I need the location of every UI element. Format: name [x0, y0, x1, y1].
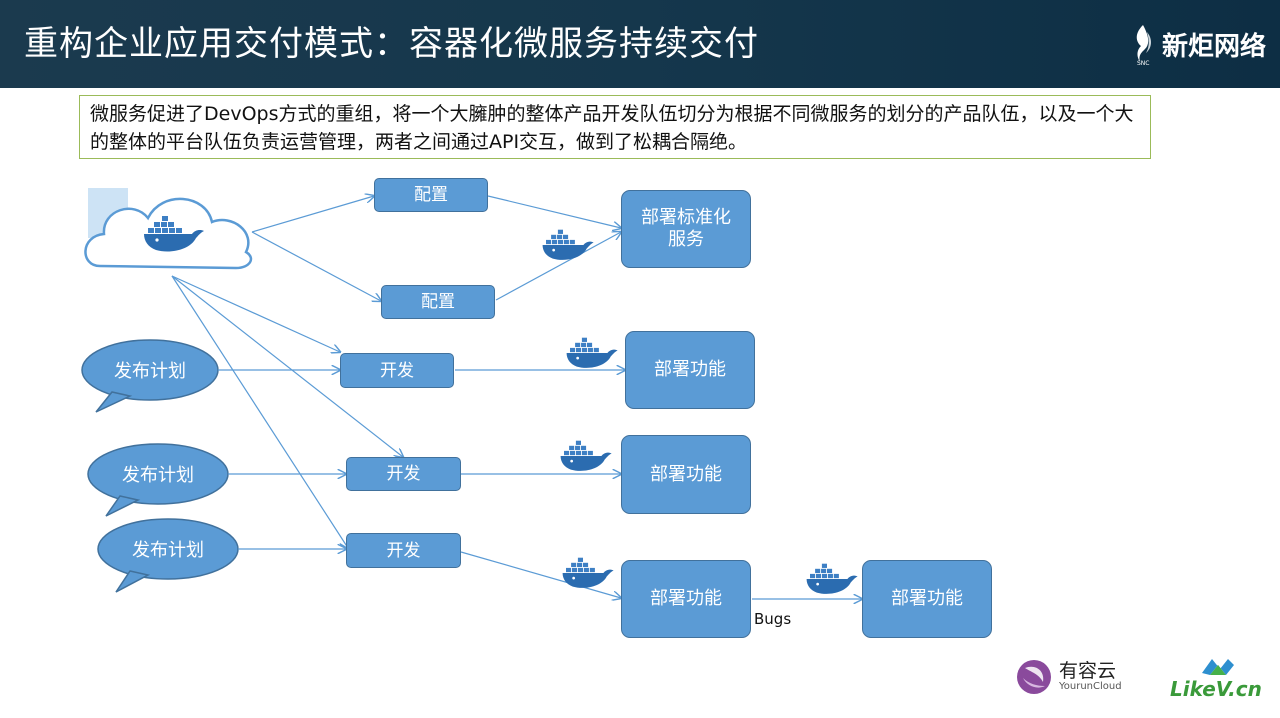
plan-label-3: 发布计划	[132, 540, 204, 561]
deploy-function-node-2: 部署功能	[621, 435, 751, 514]
yourun-cloud-logo: 有容云 YourunCloud	[1015, 658, 1122, 696]
arrow-dev3-deploy3	[460, 551, 621, 598]
plan-bubble-3	[97, 518, 239, 593]
brand-name: 新炬网络	[1161, 31, 1266, 62]
likev-logo-icon	[1202, 659, 1234, 675]
arrow-cloud-config-top	[251, 196, 374, 233]
docker-whale-icon	[542, 229, 594, 260]
docker-whale-icon	[566, 337, 618, 368]
flame-logo-icon: SNC	[1136, 25, 1152, 66]
docker-whale-icon	[560, 440, 612, 471]
brand-logo: SNC 新炬网络	[1128, 22, 1266, 66]
deploy-function-node-1: 部署功能	[625, 331, 755, 409]
likev-name: LikeV.cn	[1170, 677, 1262, 701]
arrow-cloud-dev-1	[171, 275, 340, 352]
header-bar: 重构企业应用交付模式：容器化微服务持续交付 SNC 新炬网络	[0, 0, 1280, 88]
arrow-cloud-dev-3	[171, 275, 348, 548]
config-node-top: 配置	[374, 178, 488, 212]
yourun-logo-icon	[1017, 660, 1051, 694]
deploy-standard-service-node: 部署标准化 服务	[621, 190, 751, 268]
plan-bubble-1	[81, 339, 219, 413]
dev-node-2: 开发	[346, 457, 461, 491]
yourun-name: 有容云	[1059, 660, 1117, 682]
docker-whale-icon	[806, 563, 858, 594]
docker-whale-icon	[562, 557, 614, 588]
arrow-cloud-config-bottom	[251, 231, 381, 301]
deploy-function-node-3: 部署功能	[621, 560, 751, 638]
page-title: 重构企业应用交付模式：容器化微服务持续交付	[24, 24, 759, 64]
dev-node-3: 开发	[346, 533, 461, 568]
description-box: 微服务促进了DevOps方式的重组，将一个大臃肿的整体产品开发队伍切分为根据不同…	[79, 95, 1151, 159]
deploy-function-node-4: 部署功能	[862, 560, 992, 638]
arrow-config-bottom-deploy	[495, 232, 621, 301]
flow-arrows	[171, 195, 862, 599]
bugs-label: Bugs	[754, 610, 792, 628]
arrow-cloud-dev-2	[171, 275, 403, 457]
dev-node-1: 开发	[340, 353, 454, 388]
plan-label-1: 发布计划	[114, 361, 186, 382]
likev-logo: LikeV.cn	[1168, 655, 1268, 701]
svg-text:SNC: SNC	[1137, 60, 1150, 66]
arrow-config-top-deploy	[487, 195, 621, 228]
docker-cloud-icon	[84, 188, 253, 270]
plan-label-2: 发布计划	[122, 465, 194, 486]
yourun-subname: YourunCloud	[1059, 681, 1122, 692]
config-node-bottom: 配置	[381, 285, 495, 319]
